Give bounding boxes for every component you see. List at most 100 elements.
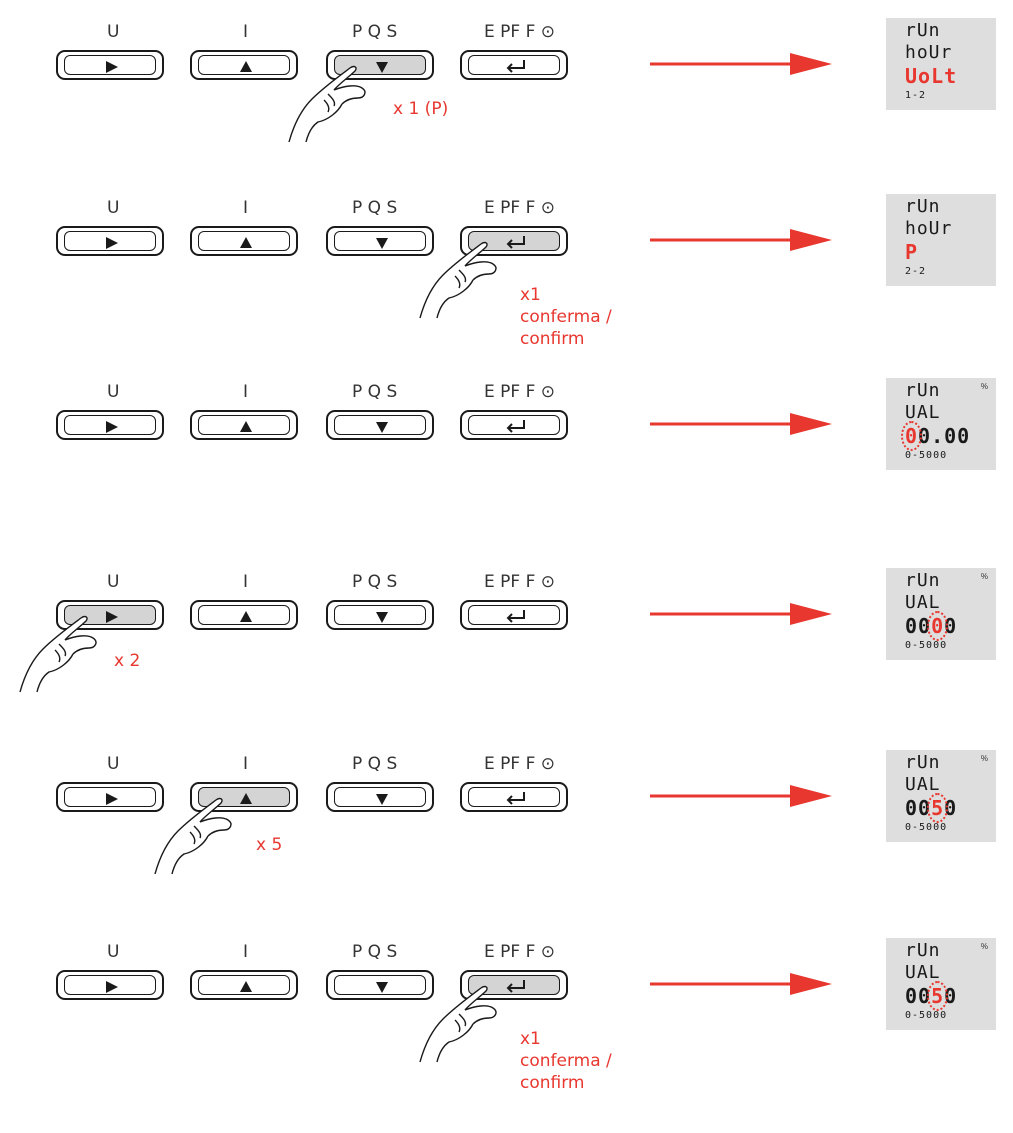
flow-arrow-icon <box>650 413 832 435</box>
play-right-icon <box>106 237 118 249</box>
blinking-digit: 0 <box>905 424 919 448</box>
triangle-up-icon <box>240 611 252 622</box>
button-label-pqs: P Q S <box>352 382 398 402</box>
press-note: x 1 (P) <box>393 98 448 120</box>
play-right-icon <box>106 981 118 993</box>
play-right-icon <box>106 793 118 805</box>
display-range: 0-5000 <box>905 640 948 651</box>
triangle-down-icon <box>376 238 388 249</box>
button-label-i: I <box>243 754 249 774</box>
epf-button[interactable] <box>460 410 568 440</box>
i-button[interactable] <box>190 782 298 812</box>
triangle-down-icon <box>376 794 388 805</box>
u-button[interactable] <box>56 410 164 440</box>
press-note: x 5 <box>256 834 282 856</box>
button-label-epf: E PF F ⊙ <box>484 198 556 218</box>
display-line-2: UAL <box>905 774 941 795</box>
u-button[interactable] <box>56 970 164 1000</box>
triangle-down-icon <box>376 612 388 623</box>
pqs-button[interactable] <box>326 226 434 256</box>
enter-return-icon <box>506 60 525 73</box>
button-label-i: I <box>243 942 249 962</box>
display-line-1: rUn <box>905 752 941 773</box>
i-button[interactable] <box>190 50 298 80</box>
i-button[interactable] <box>190 226 298 256</box>
u-button[interactable] <box>56 782 164 812</box>
pqs-button[interactable] <box>326 410 434 440</box>
display-line-2: hoUr <box>905 218 953 239</box>
button-label-epf: E PF F ⊙ <box>484 22 556 42</box>
percent-indicator: % <box>980 942 988 951</box>
pqs-button[interactable] <box>326 600 434 630</box>
percent-indicator: % <box>980 572 988 581</box>
percent-indicator: % <box>980 382 988 391</box>
epf-button[interactable] <box>460 226 568 256</box>
play-right-icon <box>106 421 118 433</box>
u-button[interactable] <box>56 50 164 80</box>
press-note: x 2 <box>114 650 140 672</box>
pqs-button[interactable] <box>326 970 434 1000</box>
u-button[interactable] <box>56 226 164 256</box>
display-range: 0-5000 <box>905 822 948 833</box>
pqs-button[interactable] <box>326 782 434 812</box>
button-label-u: U <box>107 22 120 42</box>
display-line-3: 0050 <box>905 796 957 820</box>
display-digits-pre: 00 <box>905 796 932 820</box>
display-line-1: rUn <box>905 380 941 401</box>
display-line-2: hoUr <box>905 42 953 63</box>
i-button[interactable] <box>190 410 298 440</box>
press-note-line: x1 <box>520 1029 541 1049</box>
press-note-line: confirm <box>520 329 585 349</box>
display-line-3: 0000 <box>905 614 957 638</box>
enter-return-icon <box>506 420 525 433</box>
display-range: 1-2 <box>905 90 927 101</box>
flow-arrow-icon <box>650 785 832 807</box>
button-label-pqs: P Q S <box>352 198 398 218</box>
button-label-pqs: P Q S <box>352 754 398 774</box>
press-note-line: x 2 <box>114 651 141 671</box>
epf-button[interactable] <box>460 600 568 630</box>
press-note-line: confirm <box>520 1073 585 1093</box>
display-range: 0-5000 <box>905 450 948 461</box>
button-label-u: U <box>107 382 120 402</box>
pqs-button[interactable] <box>326 50 434 80</box>
button-label-pqs: P Q S <box>352 572 398 592</box>
display-line-3: P <box>905 240 919 264</box>
display-line-2: UAL <box>905 592 941 613</box>
enter-return-icon <box>506 610 525 623</box>
display-range: 0-5000 <box>905 1010 948 1021</box>
epf-button[interactable] <box>460 782 568 812</box>
display-line-3: 00.00 <box>905 424 970 448</box>
epf-button[interactable] <box>460 50 568 80</box>
triangle-down-icon <box>376 982 388 993</box>
percent-indicator: % <box>980 754 988 763</box>
button-label-epf: E PF F ⊙ <box>484 942 556 962</box>
display-digits-pre: 00 <box>905 614 932 638</box>
triangle-down-icon <box>376 422 388 433</box>
i-button[interactable] <box>190 970 298 1000</box>
blinking-digit: 5 <box>931 796 945 820</box>
press-note-line: x1 <box>520 285 541 305</box>
blinking-digit: 5 <box>931 984 945 1008</box>
play-right-icon <box>106 611 118 623</box>
epf-button[interactable] <box>460 970 568 1000</box>
i-button[interactable] <box>190 600 298 630</box>
u-button[interactable] <box>56 600 164 630</box>
display-line-2: UAL <box>905 962 941 983</box>
flow-arrow-icon <box>650 603 832 625</box>
flow-arrow-icon <box>650 229 832 251</box>
display-digits-post: 0.00 <box>918 424 971 448</box>
display-range: 2-2 <box>905 266 927 277</box>
button-label-epf: E PF F ⊙ <box>484 754 556 774</box>
display-line-2: UAL <box>905 402 941 423</box>
